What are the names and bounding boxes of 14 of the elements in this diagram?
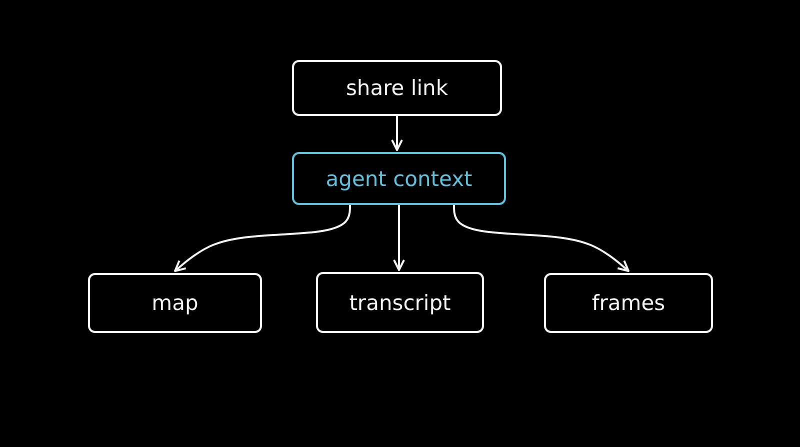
node-label: map bbox=[152, 291, 198, 315]
arrow bbox=[393, 205, 405, 271]
node-label: transcript bbox=[349, 290, 451, 314]
arrow bbox=[453, 205, 630, 272]
process-box bbox=[88, 273, 262, 333]
process-box bbox=[292, 152, 506, 205]
node-label: frames bbox=[592, 291, 666, 315]
arrow bbox=[391, 116, 403, 151]
node-label: agent context bbox=[326, 166, 472, 190]
arrow bbox=[174, 205, 351, 272]
process-box bbox=[292, 60, 502, 116]
process-box bbox=[316, 272, 484, 333]
process-box bbox=[544, 273, 713, 333]
node-label: share link bbox=[346, 76, 448, 100]
